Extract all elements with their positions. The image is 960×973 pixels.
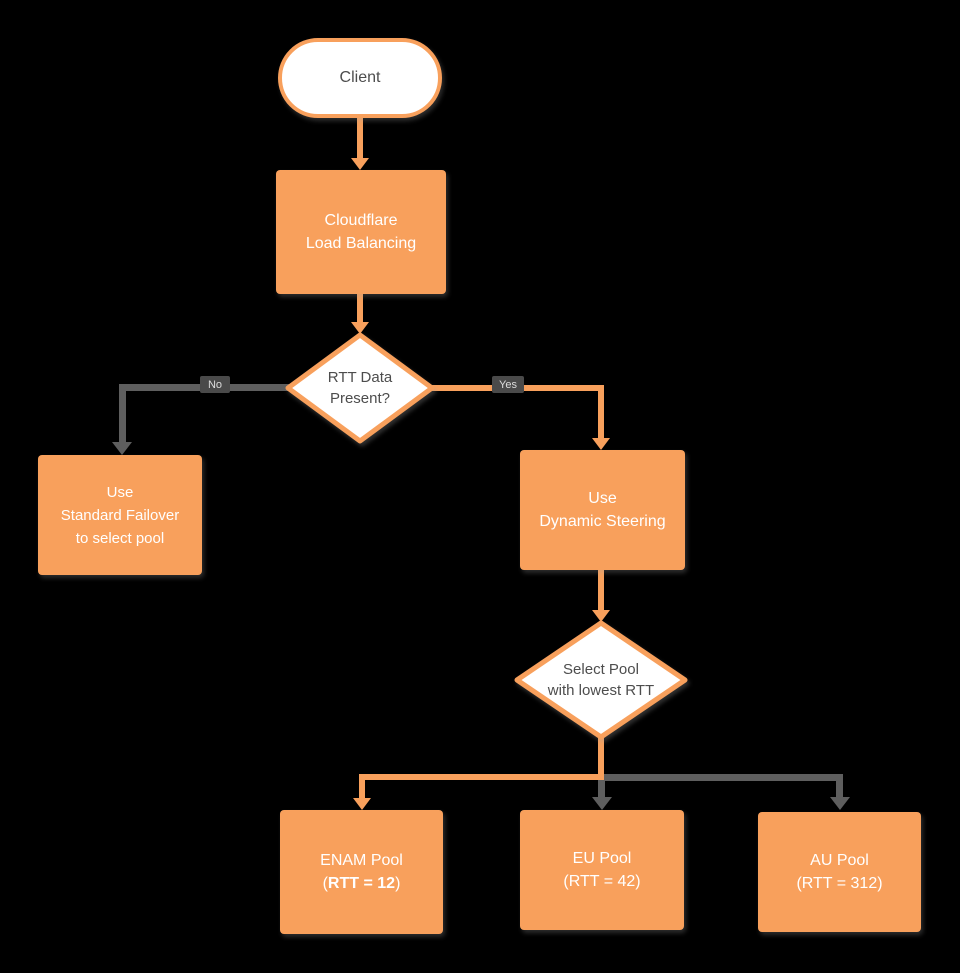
decision-rtt-present-shape — [285, 332, 435, 444]
edge-no-arrowhead — [112, 442, 132, 455]
node-dynamic-steering-line2: Dynamic Steering — [539, 513, 666, 530]
edge-eu-vertical — [598, 774, 605, 800]
node-standard-failover: Use Standard Failover to select pool — [38, 455, 202, 575]
edge-label-yes: Yes — [492, 376, 524, 393]
edge-enam-horizontal — [359, 774, 604, 780]
node-dynamic-steering: Use Dynamic Steering — [520, 450, 685, 570]
node-load-balancing-line2: Load Balancing — [305, 235, 417, 252]
node-load-balancing: Cloudflare Load Balancing — [276, 170, 446, 294]
node-enam-pool-rtt-close: ) — [395, 875, 401, 892]
node-standard-failover-line3: to select pool — [75, 529, 165, 547]
edge-lb-to-decision-arrowhead — [351, 322, 369, 334]
decision-select-pool-line2: with lowest RTT — [547, 682, 655, 699]
edge-client-to-lb — [357, 116, 363, 160]
decision-rtt-present: RTT Data Present? — [283, 330, 437, 446]
decision-select-pool-shape — [514, 620, 688, 740]
edge-yes-arrowhead — [592, 438, 610, 450]
edge-eu-arrowhead — [592, 797, 612, 810]
node-enam-pool-rtt-open: ( — [322, 875, 328, 892]
edge-label-no-text: No — [207, 378, 223, 391]
edge-label-yes-text: Yes — [499, 378, 517, 391]
node-au-pool-rtt: (RTT = 312) — [796, 875, 883, 892]
edge-client-to-lb-arrowhead — [351, 158, 369, 170]
edge-no-vertical — [119, 384, 126, 442]
decision-rtt-line2: Present? — [329, 390, 391, 407]
decision-rtt-line1: RTT Data — [327, 369, 393, 386]
node-client-label: Client — [339, 69, 381, 86]
node-au-pool-line1: AU Pool — [810, 852, 869, 869]
edge-au-horizontal — [601, 774, 843, 781]
edge-lb-to-decision — [357, 294, 363, 322]
node-au-pool: AU Pool (RTT = 312) — [758, 812, 921, 932]
node-standard-failover-line2: Standard Failover — [60, 506, 180, 524]
node-client: Client — [278, 38, 442, 118]
node-eu-pool-rtt: (RTT = 42) — [563, 873, 641, 890]
edge-label-no: No — [200, 376, 230, 393]
node-enam-pool-rtt: (RTT = 12) — [323, 872, 401, 895]
node-standard-failover-line1: Use — [106, 483, 134, 501]
edge-au-arrowhead — [830, 797, 850, 810]
edge-steering-to-select-arrowhead — [592, 610, 610, 622]
node-enam-pool: ENAM Pool (RTT = 12) — [280, 810, 443, 934]
node-eu-pool-line1: EU Pool — [572, 850, 632, 867]
edge-enam-arrowhead — [353, 798, 371, 810]
edge-yes-vertical — [598, 385, 604, 438]
edge-steering-to-select — [598, 570, 604, 610]
node-dynamic-steering-line1: Use — [588, 490, 617, 507]
edge-enam-vertical — [359, 774, 365, 800]
node-load-balancing-line1: Cloudflare — [324, 212, 398, 229]
edge-select-down — [598, 735, 604, 780]
decision-select-pool-line1: Select Pool — [563, 661, 639, 678]
decision-select-pool: Select Pool with lowest RTT — [512, 618, 690, 742]
node-enam-pool-line1: ENAM Pool — [320, 852, 403, 869]
node-eu-pool: EU Pool (RTT = 42) — [520, 810, 684, 930]
edge-au-vertical — [836, 774, 843, 800]
node-enam-pool-rtt-value: RTT = 12 — [327, 875, 396, 892]
